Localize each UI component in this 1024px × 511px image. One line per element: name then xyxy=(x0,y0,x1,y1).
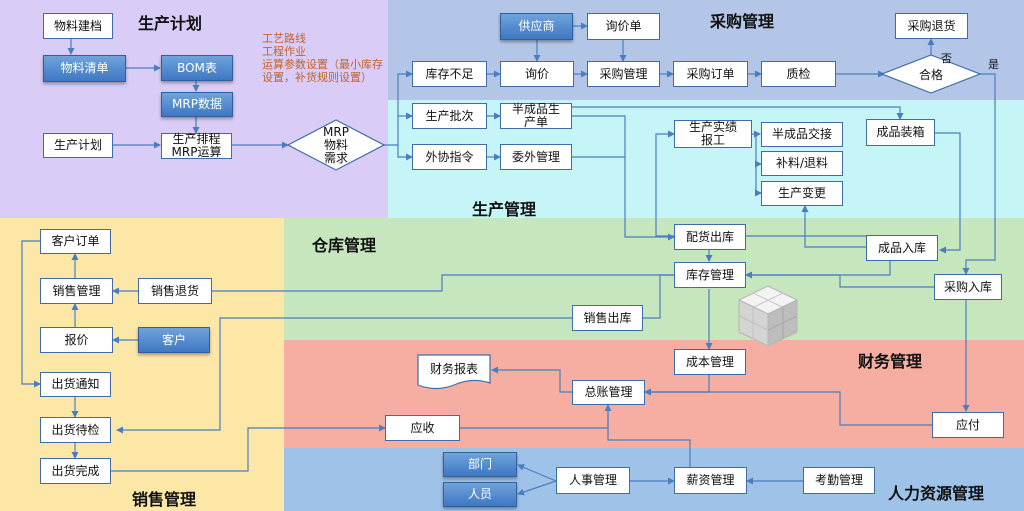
shipping-notice-box: 出货通知 xyxy=(40,372,111,397)
ledger-box: 总账管理 xyxy=(572,380,645,405)
payable-box: 应付 xyxy=(932,412,1004,438)
receivable-box: 应收 xyxy=(385,415,460,441)
purchase-in-box: 采购入库 xyxy=(934,274,1002,300)
section-title-plan: 生产计划 xyxy=(138,14,203,33)
bom-box: BOM表 xyxy=(161,55,233,81)
production-change-box: 生产变更 xyxy=(761,181,843,206)
finished-in-box: 成品入库 xyxy=(866,235,938,261)
yes-label: 是 xyxy=(988,58,999,71)
material-list-box: 物料清单 xyxy=(43,55,126,82)
customer-order-box: 客户订单 xyxy=(40,229,111,254)
feed-return-box: 补料/退料 xyxy=(761,151,843,176)
finance-report-shape xyxy=(417,354,491,390)
sales-out-box: 销售出库 xyxy=(572,305,643,331)
packing-box: 成品装箱 xyxy=(866,119,935,146)
shipping-pending-box: 出货待检 xyxy=(40,417,111,443)
mrp-demand-diamond xyxy=(286,119,386,171)
sales-manage-box: 销售管理 xyxy=(40,278,113,304)
qc-box: 质检 xyxy=(761,61,836,87)
purchase-return-box: 采购退货 xyxy=(895,13,968,39)
supplier-box: 供应商 xyxy=(500,13,573,40)
inventory-box: 库存管理 xyxy=(674,262,746,288)
section-title-purchase: 采购管理 xyxy=(710,12,775,31)
section-title-production: 生产管理 xyxy=(472,200,537,219)
pass-label: 合格 xyxy=(918,67,943,82)
finance-report-label: 财务报表 xyxy=(429,361,478,376)
section-title-finance: 财务管理 xyxy=(858,352,923,371)
mrp-data-box: MRP数据 xyxy=(161,92,233,117)
salary-box: 薪资管理 xyxy=(674,467,747,494)
section-title-hr: 人力资源管理 xyxy=(888,484,985,503)
schedule-box: 生产排程 MRP运算 xyxy=(161,133,232,159)
dispatch-box: 配货出库 xyxy=(674,224,746,250)
section-title-sales: 销售管理 xyxy=(132,490,197,509)
zone-hr xyxy=(284,448,1024,511)
personnel-box: 人事管理 xyxy=(556,467,630,494)
purchase-manage-box: 采购管理 xyxy=(587,61,660,87)
quote-box: 报价 xyxy=(40,327,113,353)
mrp-demand-label: MRP 物料 需求 xyxy=(323,124,349,165)
report-box: 生产实绩 报工 xyxy=(674,120,752,148)
stock-short-box: 库存不足 xyxy=(412,61,487,87)
shipping-done-box: 出货完成 xyxy=(40,458,111,484)
production-plan-box: 生产计划 xyxy=(43,133,113,158)
section-title-warehouse: 仓库管理 xyxy=(312,236,377,255)
staff-box: 人员 xyxy=(443,482,517,507)
material-file-box: 物料建档 xyxy=(43,13,113,39)
pass-diamond xyxy=(880,54,982,94)
outsource-mgmt-box: 委外管理 xyxy=(500,144,572,170)
customer-box: 客户 xyxy=(138,327,210,353)
outsource-cmd-box: 外协指令 xyxy=(412,144,487,170)
cost-box: 成本管理 xyxy=(674,349,746,375)
attendance-box: 考勤管理 xyxy=(803,467,875,494)
no-label: 否 xyxy=(941,52,952,65)
sales-return-box: 销售退货 xyxy=(138,278,212,304)
inquiry-sheet-box: 询价单 xyxy=(587,13,660,40)
batch-box: 生产批次 xyxy=(412,103,487,129)
inquiry-box: 询价 xyxy=(500,61,574,87)
semi-order-box: 半成品生 产单 xyxy=(500,103,572,129)
plan-note: 工艺路线 工程作业 运算参数设置（最小库存 设置，补货规则设置） xyxy=(262,32,383,84)
semi-handover-box: 半成品交接 xyxy=(761,122,843,147)
cube-graphic xyxy=(737,285,799,347)
dept-box: 部门 xyxy=(443,452,517,477)
purchase-order-box: 采购订单 xyxy=(673,61,748,87)
